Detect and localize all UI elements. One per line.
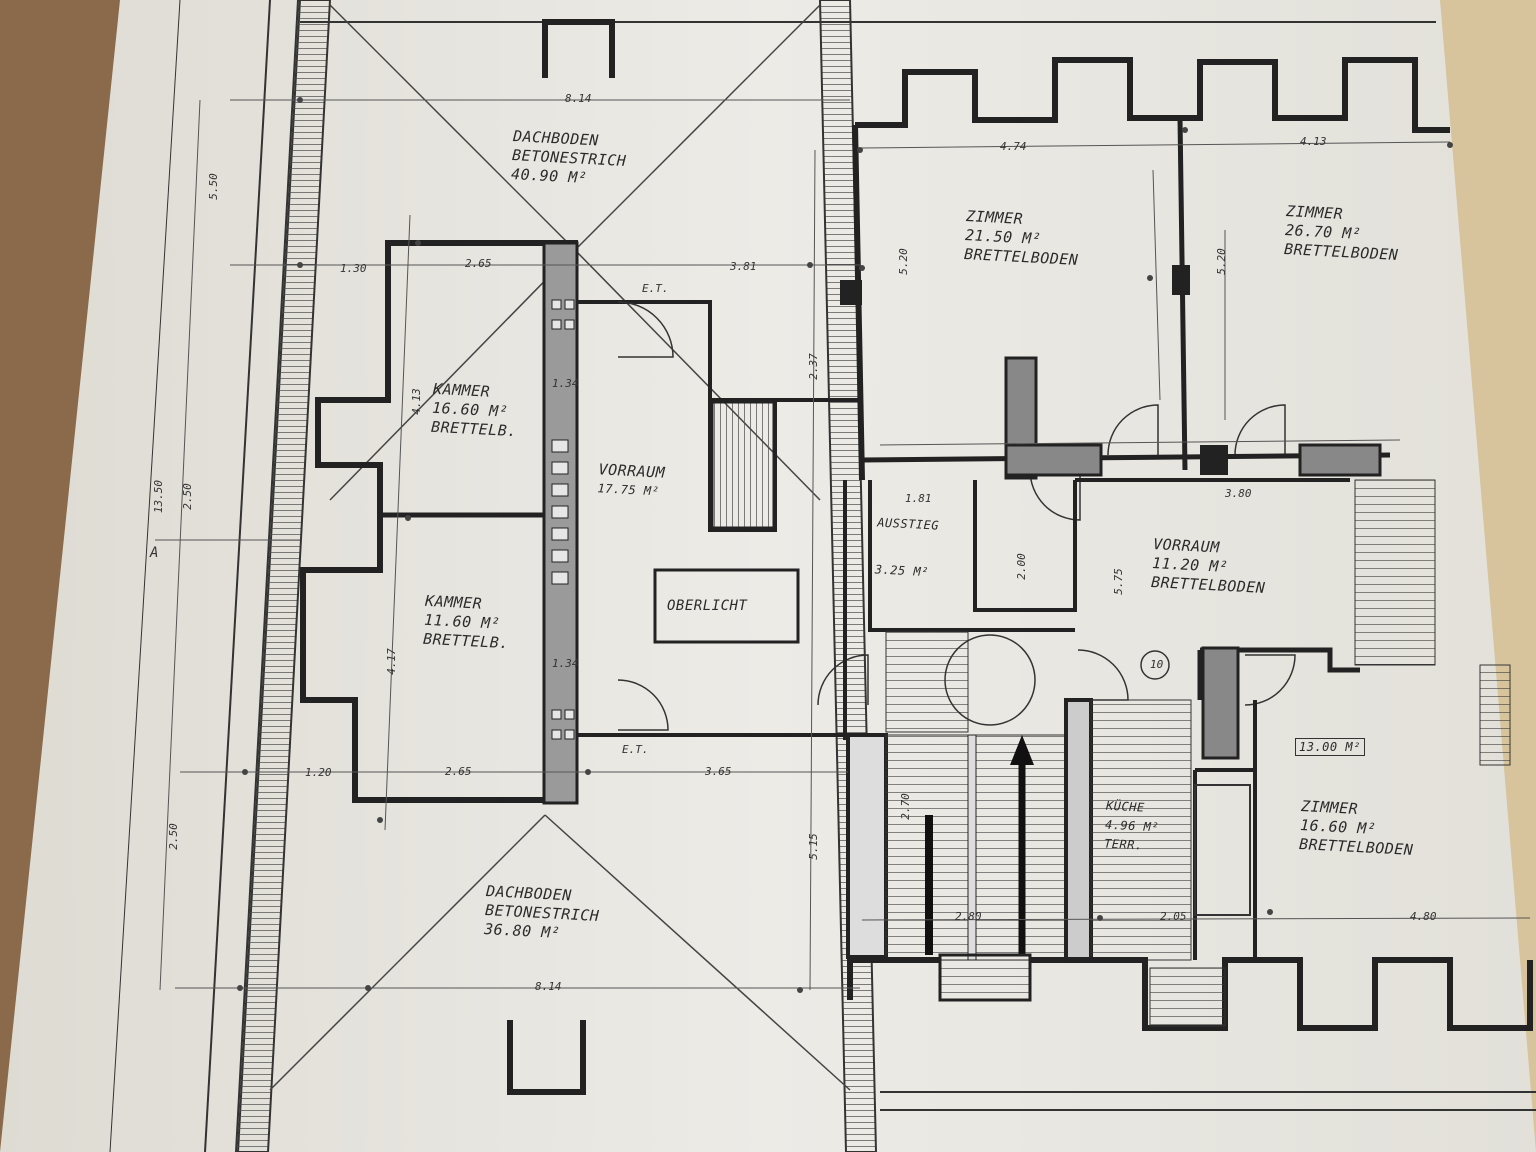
room-floor: TERR. <box>1103 836 1144 853</box>
dim-label: 1.30 <box>340 262 367 275</box>
marker-label: 10 <box>1150 658 1164 671</box>
dim-label: 3.80 <box>1225 487 1252 500</box>
skylight-box <box>653 568 800 644</box>
dim-label: 3.81 <box>730 260 757 273</box>
dim-label: 2.65 <box>465 257 492 270</box>
area-box: 13.00 M² <box>1295 738 1365 756</box>
ausstieg-walls <box>843 478 1350 740</box>
dim-label: 4.17 <box>384 648 398 675</box>
room-label-vorraum-2: VORRAUM 11.20 M² BRETTELBODEN <box>1151 535 1268 598</box>
chimney-5 <box>1201 646 1240 760</box>
dim-label: 4.74 <box>1000 140 1027 153</box>
room-label-vorraum-1: VORRAUM 17.75 M² <box>597 460 665 501</box>
dim-label: 13.50 <box>152 479 166 514</box>
pillar-2 <box>1172 265 1190 295</box>
chimney-3 <box>1004 443 1103 477</box>
room-area: 17.75 M² <box>597 481 660 499</box>
room-label-kammer-2: KAMMER 11.60 M² BRETTELB. <box>423 592 512 653</box>
room-name: AUSSTIEG <box>876 515 940 533</box>
room-label-oberlicht: OBERLICHT <box>667 597 747 616</box>
room-label-dachboden-upper: DACHBODEN BETONESTRICH 40.90 M² <box>511 127 628 190</box>
room-label-zimmer-3: ZIMMER 16.60 M² BRETTELBODEN <box>1299 797 1416 860</box>
dim-label: 2.50 <box>180 483 194 510</box>
chimney-flues <box>551 299 575 740</box>
marker-circle <box>1140 650 1170 680</box>
dim-label: 5.15 <box>806 833 820 860</box>
dim-label: 4.80 <box>1410 910 1437 923</box>
right-edge-stair <box>1479 664 1511 766</box>
room-label-kammer-1: KAMMER 16.60 M² BRETTELB. <box>431 380 520 441</box>
section-marker: A <box>150 545 159 561</box>
kueche-counter <box>1194 784 1251 916</box>
right-stair <box>1354 479 1436 666</box>
stair-stringer <box>967 734 977 961</box>
dim-label: 5.50 <box>206 173 220 200</box>
dim-label: 5.20 <box>896 248 910 275</box>
dim-label: 3.65 <box>705 765 732 778</box>
dimension-ticks <box>237 97 1453 993</box>
kueche-stairs <box>1090 699 1192 961</box>
dim-label: 5.75 <box>1111 568 1125 595</box>
dim-label: 2.50 <box>166 823 180 850</box>
dim-label: 4.13 <box>1300 135 1327 148</box>
left-eave-strip <box>234 0 332 1152</box>
dim-label: 2.70 <box>898 793 912 820</box>
dim-label: 2.65 <box>445 765 472 778</box>
dim-label: 1.34 <box>552 657 579 670</box>
dim-label: E.T. <box>622 743 649 756</box>
stair-bottom <box>938 953 1032 1002</box>
roof-crenellation-bottom <box>847 957 1533 1031</box>
lower-attic-diagonals <box>269 814 851 1091</box>
stair-well-circle <box>944 634 1036 726</box>
pillar-1 <box>840 280 862 305</box>
chimney-4 <box>1298 443 1382 477</box>
dim-label: 4.13 <box>409 388 423 415</box>
stair-arrow-head <box>1010 735 1034 765</box>
dim-label: E.T. <box>642 282 669 295</box>
dimension-lines <box>155 99 1531 991</box>
dim-label: 2.37 <box>806 353 820 380</box>
room-name: OBERLICHT <box>667 598 748 614</box>
upper-attic-diagonals <box>329 4 821 501</box>
room-label-kueche: KÜCHE 4.96 M² TERR. <box>1104 797 1161 857</box>
room-label-zimmer-1: ZIMMER 21.50 M² BRETTELBODEN <box>964 207 1081 270</box>
room-label-ausstieg: AUSSTIEG 3.25 M² <box>874 513 939 582</box>
zimmer-lower-north-wall <box>1197 647 1360 700</box>
dim-label: 8.14 <box>565 92 592 105</box>
dim-label: 8.14 <box>535 980 562 993</box>
handrail <box>925 815 933 955</box>
dim-label: 1.20 <box>305 766 332 779</box>
lower-step-block <box>1149 967 1226 1027</box>
roof-crenellation-top <box>855 57 1450 133</box>
stair-wall-right <box>1064 698 1093 962</box>
dim-label: 2.00 <box>1014 553 1028 580</box>
room-label-dachboden-lower: DACHBODEN BETONESTRICH 36.80 M² <box>484 882 601 945</box>
dim-label: 2.05 <box>1160 910 1187 923</box>
upper-dormer <box>542 19 615 78</box>
dim-label: 1.34 <box>552 377 579 390</box>
stair-wall-left <box>846 733 888 959</box>
pillar-3 <box>1200 445 1228 475</box>
dim-label: 1.81 <box>905 492 932 505</box>
stove-block <box>710 400 776 530</box>
lower-dormer <box>507 1020 586 1095</box>
room-area: 3.25 M² <box>874 562 930 580</box>
dim-label: 2.80 <box>955 910 982 923</box>
stair-landing-1 <box>885 631 969 733</box>
room-label-zimmer-2: ZIMMER 26.70 M² BRETTELBODEN <box>1284 202 1401 265</box>
dim-label: 5.20 <box>1214 248 1228 275</box>
